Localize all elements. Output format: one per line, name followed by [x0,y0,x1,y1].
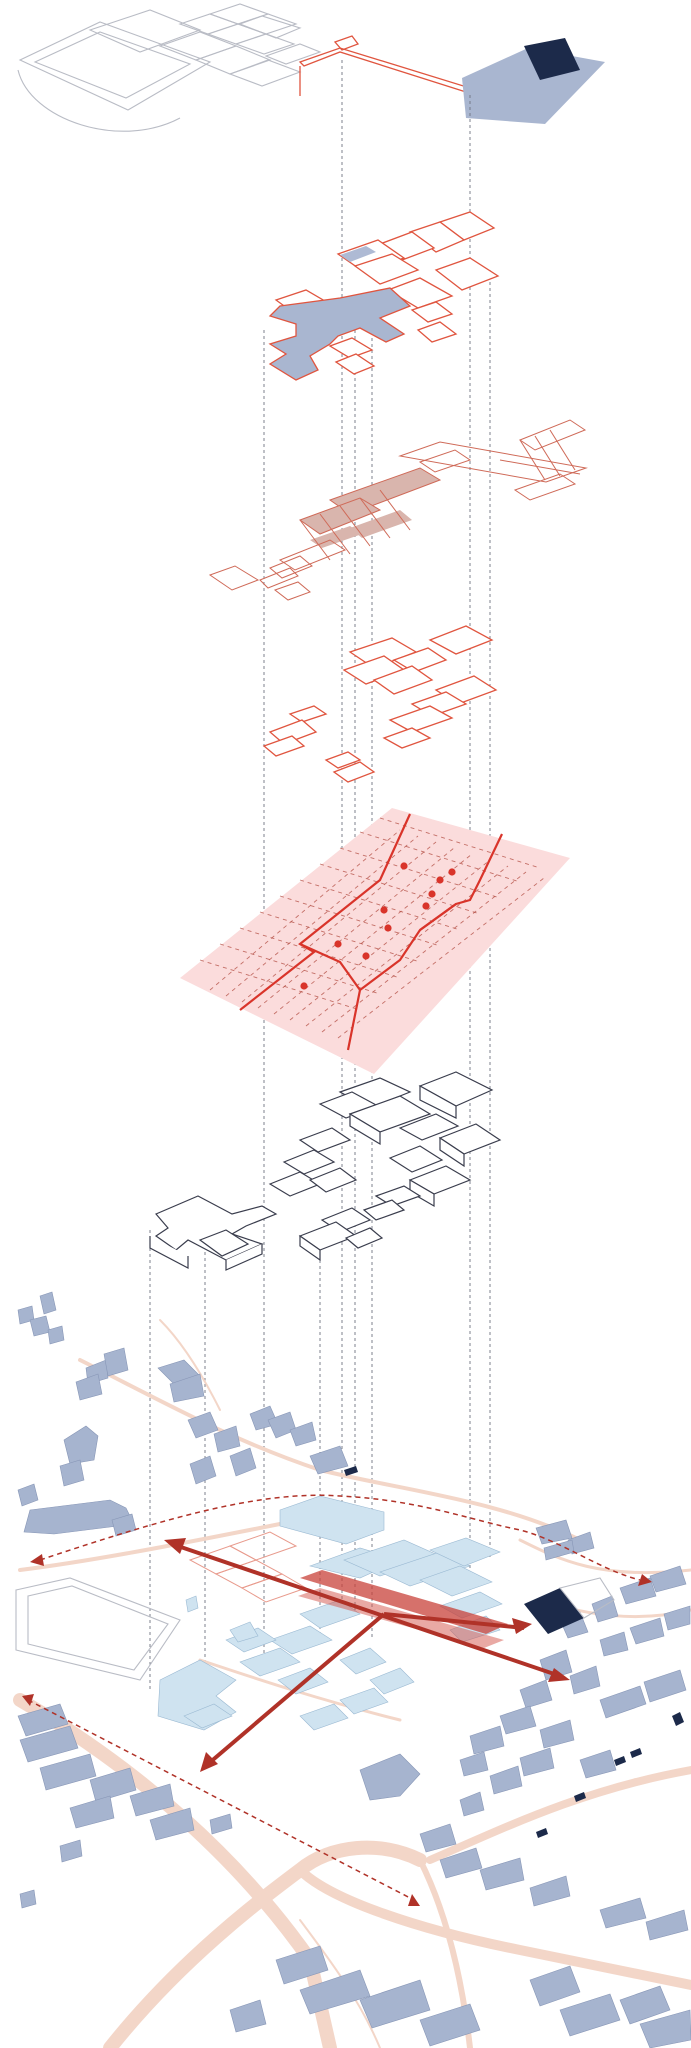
pink-plane [180,808,570,1074]
red-outline-plots [190,1532,306,1602]
layer-ground-floor-plan [270,212,498,380]
layer-structural-grid-plane [180,808,570,1074]
layer-site-context-outline [18,4,605,131]
layer-upper-floor-plan [264,626,496,782]
flow-arrow-south [28,1700,414,1900]
layer-circulation-grid [210,420,586,600]
outline-blocks [90,4,320,86]
layer-building-massing [150,1072,500,1270]
layer-site-context-aerial [16,1292,691,2048]
track-field [20,22,210,110]
track-curve [18,70,180,131]
